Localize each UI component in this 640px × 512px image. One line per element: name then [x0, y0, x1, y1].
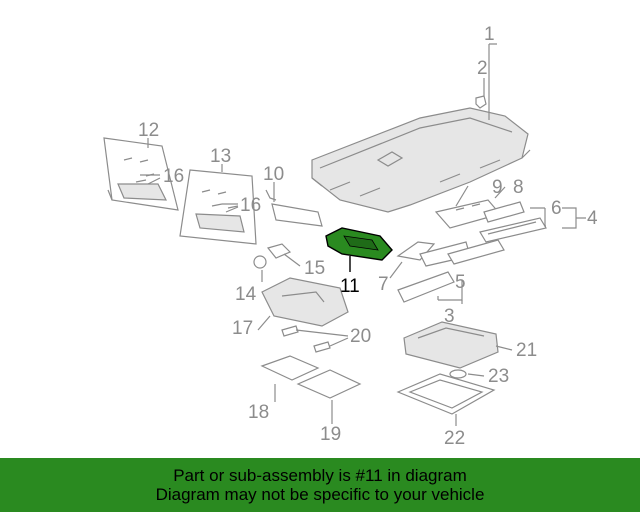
sunvisor-panel-12	[103, 137, 179, 211]
callout-23: 23	[488, 366, 509, 387]
sunvisor-panel-13	[179, 169, 257, 245]
callout-14: 14	[235, 284, 257, 305]
callout-3: 3	[444, 306, 455, 327]
parts-diagram: 1 2 3 4 5 6 7 8 9 10 11 12 13 14 15 16 1…	[103, 24, 598, 449]
callout-5: 5	[455, 272, 466, 293]
banner-line-2: Diagram may not be specific to your vehi…	[155, 485, 485, 504]
callout-12: 12	[138, 120, 159, 141]
rails-3-5	[397, 239, 505, 303]
callout-8: 8	[513, 177, 524, 198]
callout-17: 17	[232, 318, 253, 339]
lens-18	[260, 355, 320, 381]
callout-16-b: 16	[240, 195, 261, 216]
banner-line-1: Part or sub-assembly is #11 in diagram	[173, 466, 467, 485]
callout-13: 13	[210, 146, 231, 167]
leader-lines	[140, 43, 586, 426]
callout-7: 7	[378, 274, 389, 295]
callout-22: 22	[444, 428, 465, 449]
grab-handles	[396, 199, 547, 267]
map-light-17	[261, 277, 349, 327]
callout-21: 21	[516, 340, 537, 361]
callout-1: 1	[484, 24, 495, 45]
callout-6: 6	[551, 198, 562, 219]
callout-16-a: 16	[163, 166, 184, 187]
clip-part	[475, 95, 487, 109]
callout-19: 19	[320, 424, 341, 445]
lens-19	[296, 369, 362, 399]
part-14-15	[253, 243, 292, 269]
callout-2: 2	[477, 58, 488, 79]
headliner-part	[311, 107, 531, 213]
console-21	[403, 321, 499, 369]
bulbs-20	[281, 325, 331, 353]
info-banner: Part or sub-assembly is #11 in diagram D…	[0, 458, 640, 512]
callout-9: 9	[492, 177, 503, 198]
part-11-highlighted	[325, 227, 393, 261]
callout-15: 15	[304, 258, 325, 279]
callout-10: 10	[263, 164, 284, 185]
callout-20: 20	[350, 326, 371, 347]
callout-11: 11	[340, 276, 360, 297]
lens-22	[396, 373, 496, 415]
callout-4: 4	[587, 208, 598, 229]
part-23	[449, 369, 467, 379]
callout-18: 18	[248, 402, 269, 423]
